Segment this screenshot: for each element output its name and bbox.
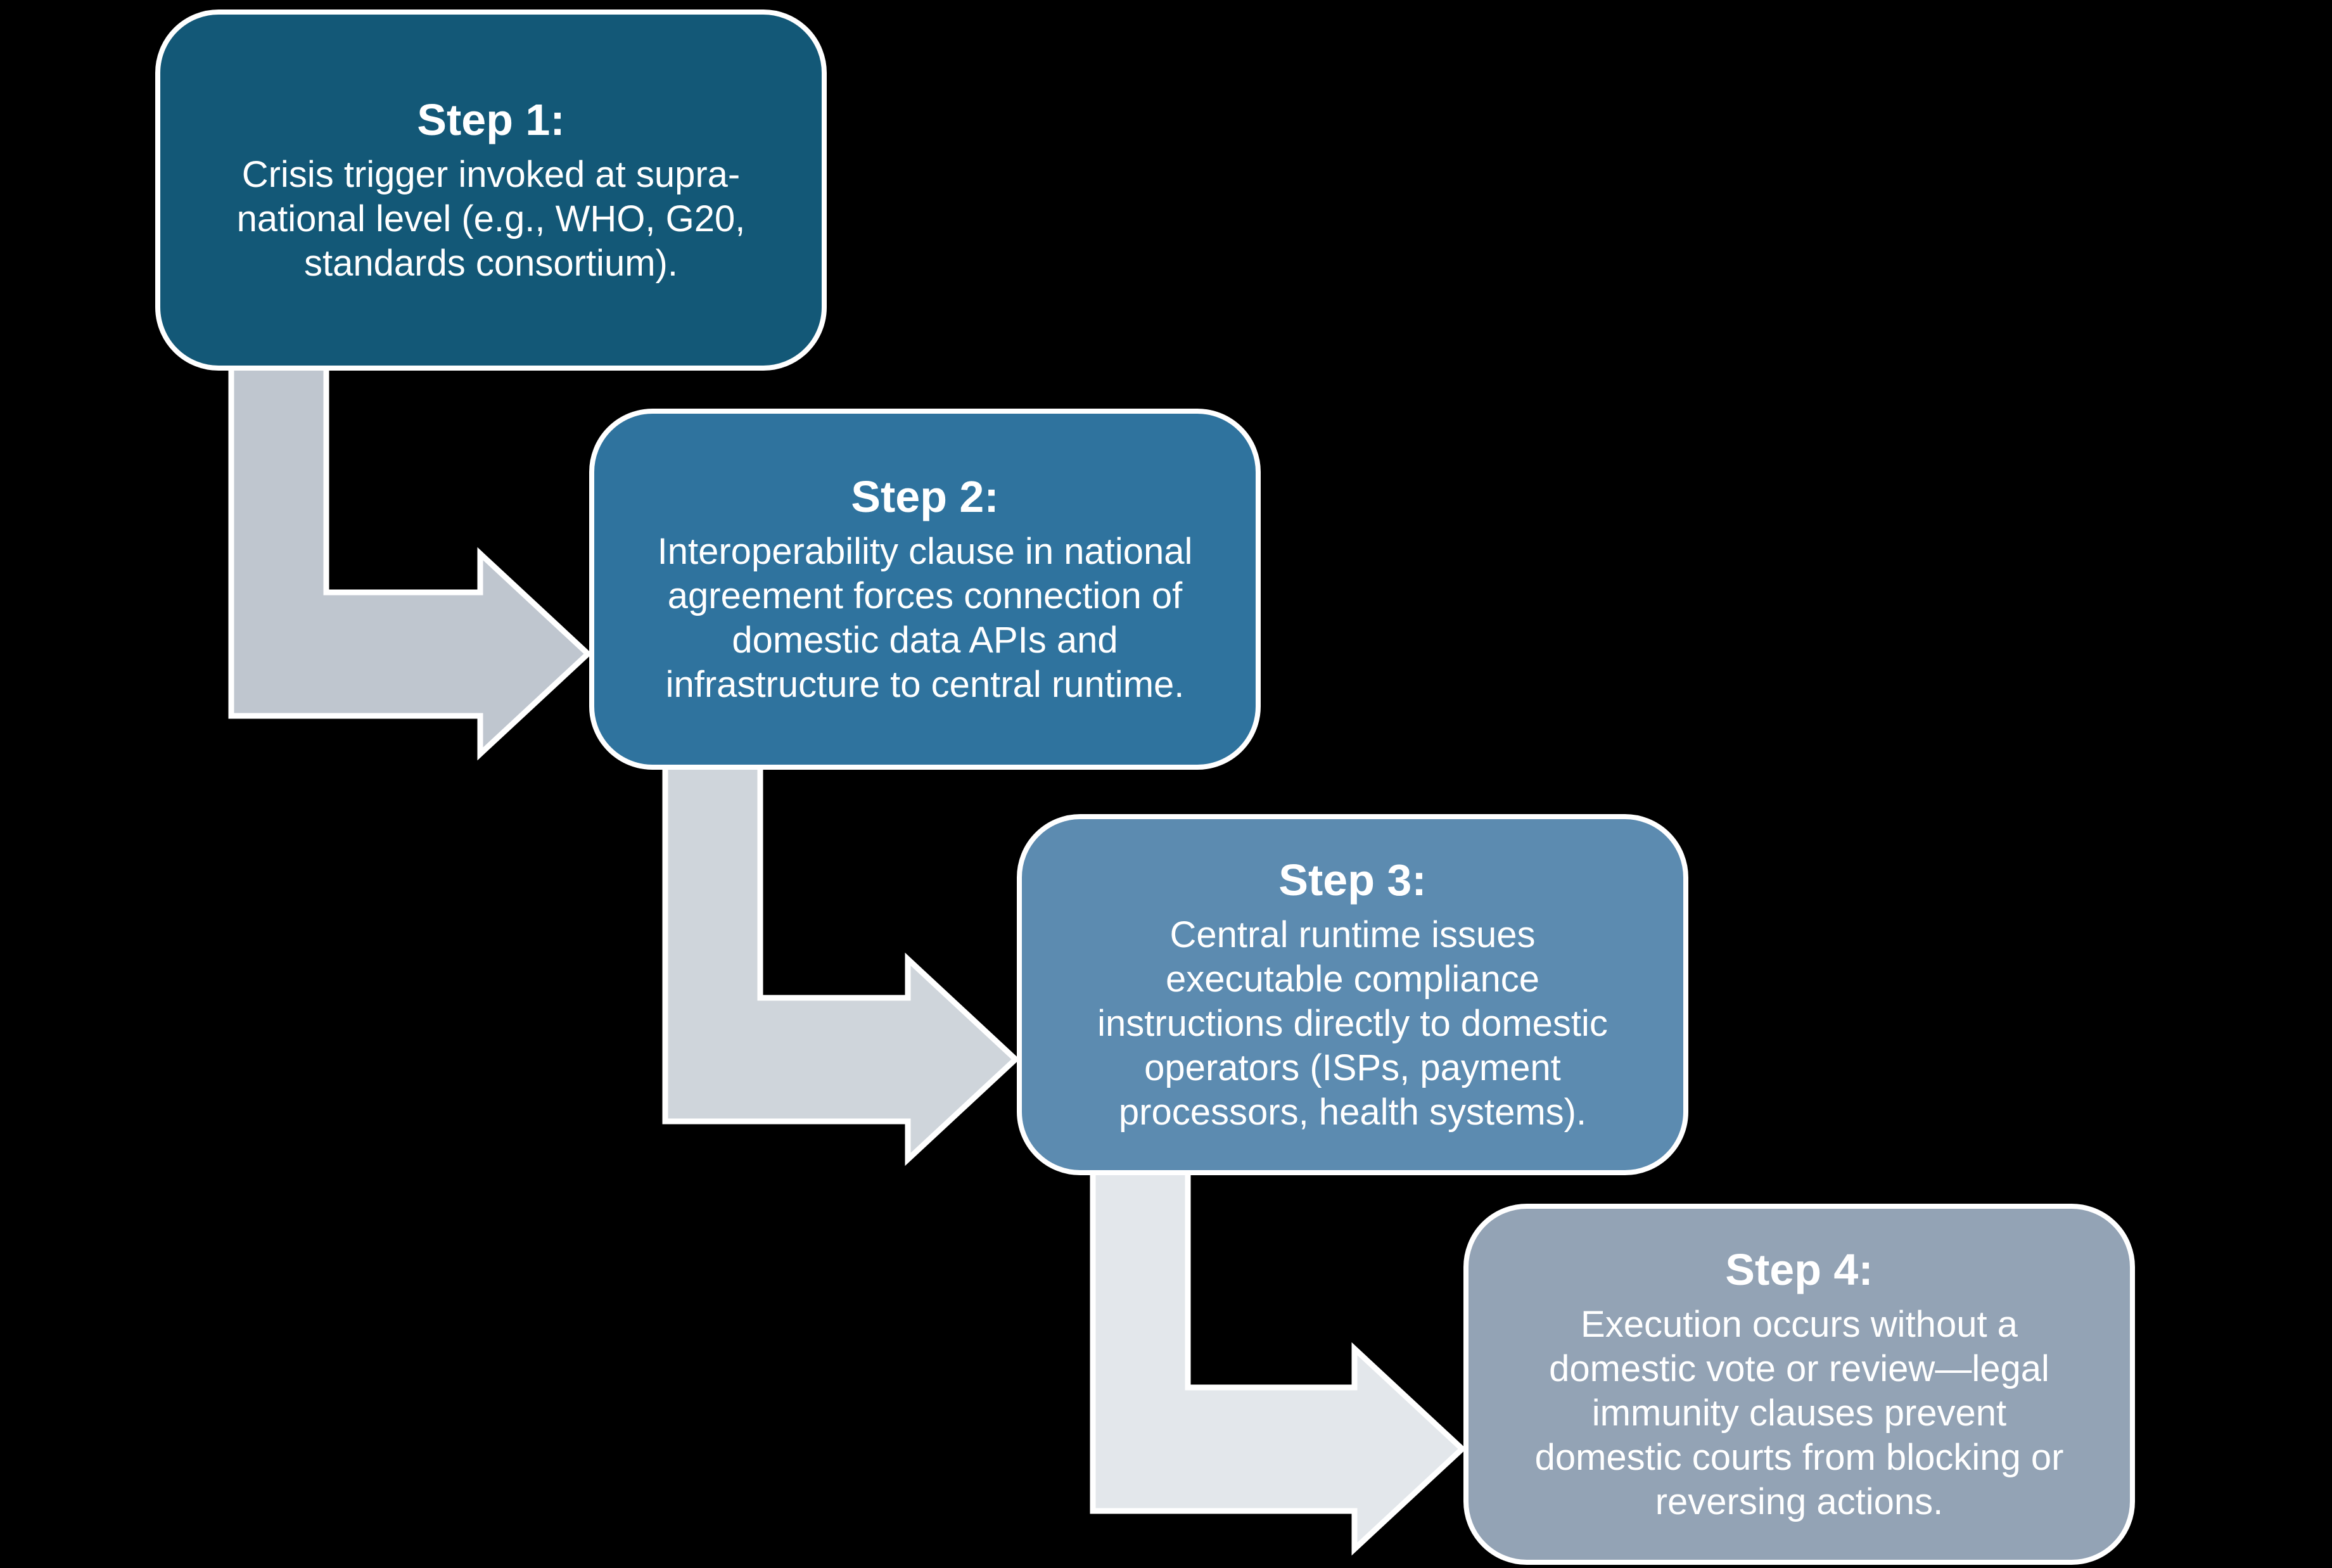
step-3-description: Central runtime issues executable compli…: [1097, 914, 1608, 1133]
step-3-title: Step 3:: [1278, 855, 1427, 905]
step-2-title: Step 2:: [851, 471, 999, 521]
step-2-description: Interoperability clause in national agre…: [657, 531, 1193, 706]
step-4-title: Step 4:: [1725, 1244, 1873, 1294]
step-1-title: Step 1:: [417, 94, 565, 144]
step-4-description: Execution occurs without a domestic vote…: [1534, 1304, 2064, 1523]
step-4-box: Step 4: Execution occurs without a domes…: [1463, 1204, 2135, 1565]
step-1-description: Crisis trigger invoked at supra- nationa…: [236, 154, 746, 284]
step-1-box: Step 1: Crisis trigger invoked at supra-…: [155, 10, 827, 371]
elbow-arrow-3-4-icon: [1090, 1166, 1467, 1556]
elbow-arrow-2-3-icon: [662, 760, 1020, 1166]
step-3-box: Step 3: Central runtime issues executabl…: [1017, 814, 1688, 1175]
elbow-arrow-1-2-icon: [228, 361, 592, 761]
step-2-box: Step 2: Interoperability clause in natio…: [589, 409, 1261, 770]
